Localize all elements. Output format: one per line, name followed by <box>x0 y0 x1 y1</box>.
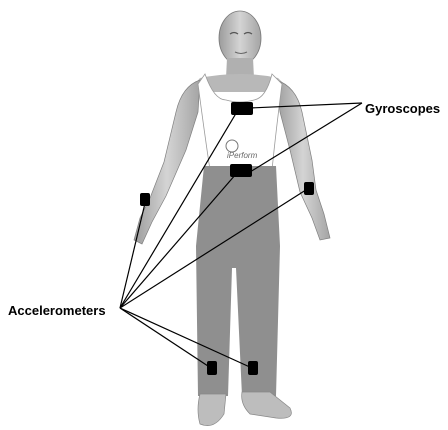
gyroscopes-label: Gyroscopes <box>365 101 440 116</box>
gyroscope-waist <box>230 164 252 177</box>
logo-text: iPerform <box>227 151 258 160</box>
accelerometers-label: Accelerometers <box>8 303 106 318</box>
accelerometer-left-ankle <box>207 361 217 375</box>
head <box>219 11 261 78</box>
right-foot <box>242 392 292 418</box>
left-arm <box>134 80 200 244</box>
accelerometer-left-wrist <box>140 193 150 206</box>
accelerometer-right-wrist <box>304 182 314 195</box>
gyroscope-chest <box>231 102 253 115</box>
left-foot <box>198 394 226 426</box>
right-arm <box>276 80 330 240</box>
accelerometer-right-ankle <box>248 361 258 375</box>
